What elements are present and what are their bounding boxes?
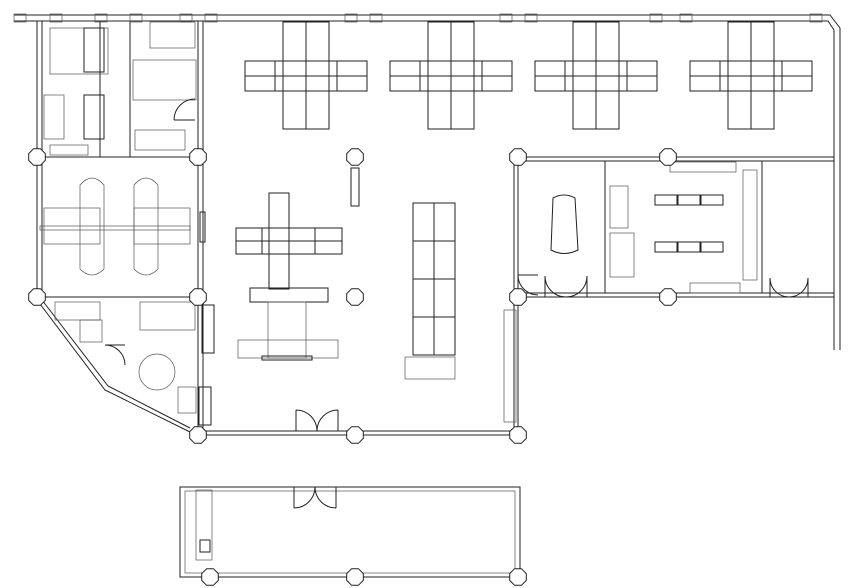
training-table: [700, 241, 724, 253]
column: [346, 288, 364, 306]
cabinet: [503, 309, 517, 423]
door-swing: [293, 486, 316, 509]
desk: [139, 301, 196, 331]
window-mullion: [94, 13, 108, 23]
desk: [43, 94, 65, 140]
column: [346, 148, 364, 166]
door-swing: [788, 277, 809, 298]
workstation-cluster: [267, 301, 307, 359]
workstation-cluster: [261, 355, 313, 361]
wall: [36, 21, 199, 436]
doors: [104, 98, 809, 509]
window-mullion: [13, 13, 27, 23]
door-swing: [565, 275, 588, 298]
window-mullion: [204, 13, 218, 23]
desk: [404, 356, 456, 380]
furniture: [39, 21, 813, 561]
window-mullion: [49, 13, 63, 23]
door-swing: [104, 344, 126, 366]
column: [189, 426, 207, 444]
cabinet: [609, 185, 629, 229]
cabinet: [198, 386, 212, 426]
wall: [14, 14, 841, 350]
column: [28, 148, 46, 166]
conference-table: [550, 194, 579, 254]
column: [509, 568, 527, 586]
door-swing: [544, 275, 567, 298]
door-swing: [173, 98, 196, 121]
workstation-cluster: [237, 339, 339, 359]
training-table: [700, 194, 724, 206]
window-mullion: [809, 13, 823, 23]
file-cabinet: [49, 144, 89, 156]
workstation-cluster: [249, 287, 329, 303]
cabinet: [609, 232, 635, 278]
window-mullion: [129, 13, 143, 23]
walls: [13, 13, 841, 578]
desk: [83, 27, 105, 73]
cabinet: [201, 304, 215, 354]
cabinet: [742, 169, 758, 281]
workstation-desk: [79, 177, 105, 276]
desk: [133, 207, 191, 245]
training-table: [654, 241, 678, 253]
column: [659, 288, 677, 306]
window-mullion: [499, 13, 513, 23]
column: [189, 288, 207, 306]
door-swing: [517, 274, 539, 296]
door-swing: [314, 486, 337, 509]
annex-wall: [179, 486, 521, 578]
wall: [41, 21, 191, 429]
cabinet: [79, 319, 103, 343]
kitchen-counter: [195, 489, 213, 561]
desk: [83, 94, 105, 140]
counter: [689, 282, 741, 294]
door-swing: [769, 277, 790, 298]
door-swing: [316, 409, 339, 432]
desk: [132, 59, 197, 101]
counter: [669, 161, 737, 173]
chair: [177, 386, 197, 414]
training-table: [677, 241, 701, 253]
column: [346, 426, 364, 444]
window-mullion: [524, 13, 538, 23]
column: [509, 426, 527, 444]
column: [346, 568, 364, 586]
desk: [54, 301, 101, 321]
desk: [49, 27, 109, 75]
partition: [39, 225, 191, 231]
wall: [14, 20, 835, 350]
desk: [43, 207, 101, 245]
column: [659, 148, 677, 166]
column: [28, 288, 46, 306]
desk: [134, 129, 186, 151]
workstation-desk: [133, 177, 159, 276]
round-table: [138, 353, 176, 391]
panel: [199, 211, 206, 243]
door-swing: [295, 409, 318, 432]
column: [509, 148, 527, 166]
column: [189, 148, 207, 166]
columns: [28, 148, 677, 586]
column: [201, 568, 219, 586]
annex-wall: [184, 490, 516, 574]
window-mullion: [369, 13, 383, 23]
window-mullion: [344, 13, 358, 23]
window-mullion: [649, 13, 663, 23]
window-mullion: [679, 13, 693, 23]
training-table: [654, 194, 678, 206]
desk: [149, 21, 196, 49]
column: [509, 288, 527, 306]
sink: [199, 539, 211, 553]
training-table: [677, 194, 701, 206]
post: [350, 167, 360, 207]
